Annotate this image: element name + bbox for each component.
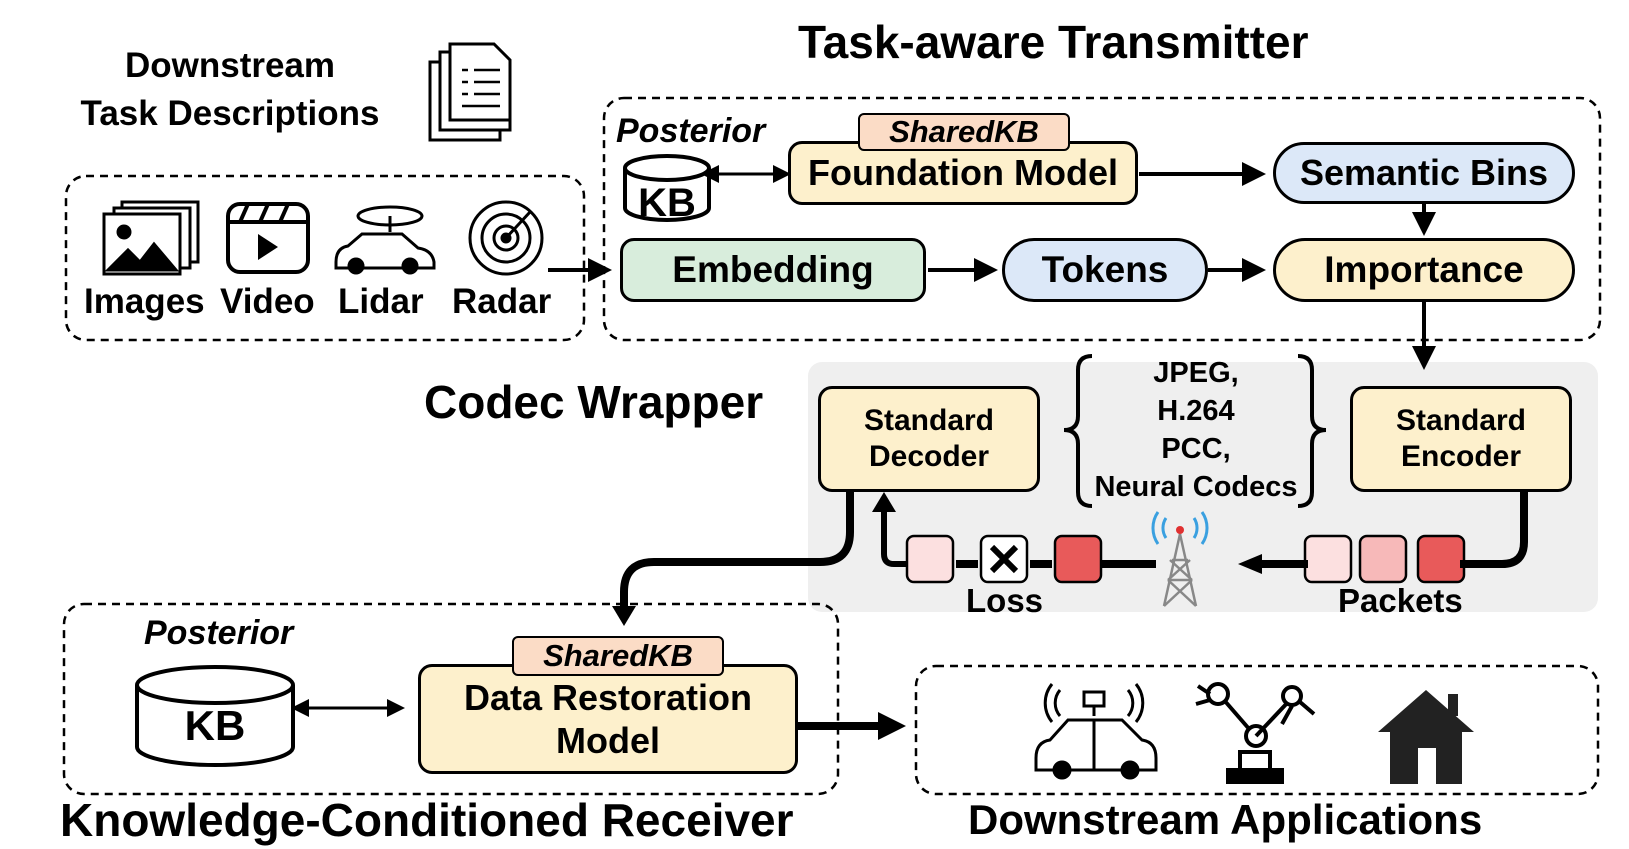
- task-descriptions-line1: Downstream: [124, 46, 336, 85]
- receiver-group: [62, 602, 840, 796]
- applications-title: Downstream Applications: [968, 796, 1483, 843]
- packets-label: Packets: [1338, 582, 1463, 619]
- receiver-sharedkb-tag: SharedKB: [512, 636, 724, 676]
- packet: [1358, 534, 1408, 584]
- semantic-bins-box: Semantic Bins: [1273, 142, 1575, 204]
- task-descriptions-line2: Task Descriptions: [80, 94, 380, 133]
- receiver-posterior-label: Posterior: [144, 614, 294, 652]
- transmitter-kb-cylinder: [623, 154, 711, 222]
- decoder-line1: Standard: [863, 404, 995, 437]
- codec-wrapper-title: Codec Wrapper: [424, 376, 764, 428]
- tokens-box: Tokens: [1002, 238, 1208, 302]
- received-packets: [905, 534, 1103, 584]
- images-label: Images: [84, 282, 205, 321]
- foundation-model-box: Foundation Model: [788, 141, 1138, 205]
- cell-tower-icon: [1151, 511, 1209, 607]
- input-modalities-group: [64, 174, 586, 342]
- house-icon: [1378, 690, 1474, 784]
- standard-encoder-box: Standard Encoder: [1350, 386, 1572, 492]
- document-icon: [428, 42, 512, 142]
- transmitter-kb-label: KB: [638, 181, 696, 225]
- arrows: [291, 162, 1528, 740]
- packet: [905, 534, 955, 584]
- encoder-line2: Encoder: [1400, 440, 1522, 473]
- transmitter-posterior-label: Posterior: [616, 112, 766, 150]
- receiver-kb-label: KB: [184, 702, 246, 749]
- images-icon: [102, 200, 200, 276]
- codecs-braces: [1063, 354, 1327, 508]
- restoration-line1: Data Restoration: [463, 676, 753, 718]
- receiver-kb-cylinder: [135, 665, 295, 767]
- receiver-title: Knowledge-Conditioned Receiver: [60, 794, 794, 846]
- applications-group: [914, 664, 1600, 796]
- codec-pcc: PCC,: [1161, 433, 1231, 465]
- importance-box: Importance: [1273, 238, 1575, 302]
- arrow-decoder-restoration: [620, 492, 854, 612]
- arrow-packets-decoder: [881, 510, 906, 567]
- transmitter-sharedkb-tag: SharedKB: [858, 113, 1070, 151]
- codec-neural: Neural Codecs: [1094, 471, 1298, 503]
- lidar-label: Lidar: [338, 282, 424, 321]
- encoder-line1: Standard: [1395, 404, 1527, 437]
- decoder-line2: Decoder: [868, 440, 990, 473]
- packet: [1303, 534, 1353, 584]
- codec-jpeg: JPEG,: [1153, 357, 1239, 389]
- lidar-car-icon: [334, 205, 436, 275]
- codec-h264: H.264: [1157, 395, 1235, 427]
- video-label: Video: [220, 282, 315, 321]
- restoration-line2: Model: [556, 720, 660, 761]
- radar-icon: [468, 200, 544, 276]
- codecs-list: JPEG, H.264 PCC, Neural Codecs: [1076, 354, 1316, 506]
- packet: [1416, 534, 1466, 584]
- embedding-box: Embedding: [620, 238, 926, 302]
- transmitter-group: [602, 96, 1602, 342]
- data-restoration-model-box: Data Restoration Model: [418, 664, 798, 774]
- packet: [1053, 534, 1103, 584]
- arrow-encoder-packets: [1460, 492, 1528, 568]
- video-icon: [226, 202, 310, 274]
- sent-packets: [1303, 534, 1466, 584]
- loss-label: Loss: [966, 582, 1044, 619]
- transmitter-title: Task-aware Transmitter: [798, 16, 1309, 68]
- robot-arm-icon: [1195, 682, 1316, 784]
- radar-label: Radar: [452, 282, 552, 321]
- car-sensor-icon: [1034, 683, 1158, 780]
- standard-decoder-box: Standard Decoder: [818, 386, 1040, 492]
